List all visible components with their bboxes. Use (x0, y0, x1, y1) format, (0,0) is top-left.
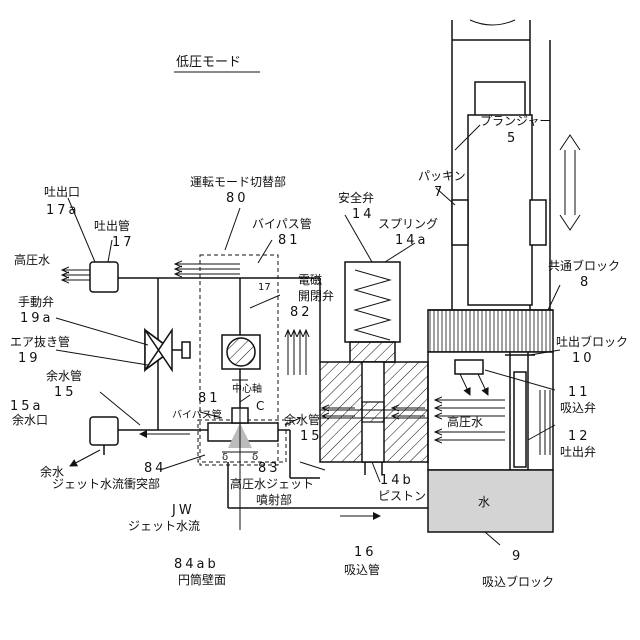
upward-flow-arrows (288, 330, 306, 375)
common-block (428, 310, 553, 352)
common-block-num: 8 (580, 275, 591, 290)
jet-impact-label: ジェット水流衝突部 (52, 476, 160, 491)
suction-pipe-num: 16 (354, 545, 377, 560)
solenoid-valve-icon (222, 335, 260, 369)
mode-switch-label: 運転モード切替部 (190, 174, 286, 189)
surplus-pipe-mid-num: 15 (300, 429, 323, 444)
jw-label: JW (171, 503, 195, 518)
suction-valve (455, 360, 483, 374)
plunger-body (468, 115, 532, 305)
plunger-num: 5 (507, 131, 518, 146)
cyl-num: 84ab (174, 557, 219, 572)
discharge-valve-label: 吐出弁 (560, 444, 596, 459)
jet-flow-label: ジェット水流 (128, 519, 200, 533)
discharge-port (90, 262, 118, 292)
discharge-pipe-num: 17 (112, 235, 135, 250)
mode-switch-num: 80 (226, 191, 249, 206)
surplus-pipe-num: 15 (54, 385, 77, 400)
solenoid-label-2: 開閉弁 (298, 288, 334, 303)
diagram-title: 低圧モード (176, 55, 241, 70)
suction-pipe-label: 吸込管 (344, 562, 380, 577)
air-vent-label: エア抜き管 (10, 334, 70, 349)
discharge-port-label: 吐出口 (44, 185, 80, 199)
packing-num: 7 (434, 185, 445, 200)
discharge-block-label: 吐出ブロック (556, 334, 628, 349)
piston-label: ピストン (378, 489, 426, 503)
packing-label: パッキン (418, 169, 466, 183)
bypass-pipe-top-label: バイパス管 (252, 216, 312, 231)
piston-num: 14b (380, 473, 414, 488)
nozzle-label: 噴射部 (256, 492, 292, 507)
safety-valve-label: 安全弁 (338, 190, 374, 205)
high-pressure-water-label: 高圧水 (14, 252, 50, 267)
common-block-label: 共通ブロック (548, 258, 620, 273)
surplus-port-label: 余水口 (12, 412, 48, 427)
c-label: C (256, 399, 264, 413)
discharge-block: 高圧水 (428, 352, 553, 470)
discharge-valve-num: 12 (568, 429, 591, 444)
surplus-port-num: 15a (10, 399, 44, 414)
surplus-port (90, 417, 118, 445)
surplus-pipe-mid-label: 余水管 (284, 412, 320, 427)
discharge-pipe (62, 262, 320, 430)
delta-left: δ (222, 452, 228, 463)
plunger-head (475, 82, 525, 116)
piston-cap (350, 342, 395, 362)
hp-jet-label: 高圧水ジェット (230, 476, 314, 491)
discharge-valve-stem (514, 372, 526, 467)
bypass-pipe-top-num: 81 (278, 233, 301, 248)
surplus-pipe (70, 417, 320, 478)
suction-valve-label: 吸込弁 (560, 400, 596, 415)
safety-valve-num: 14 (352, 207, 375, 222)
suction-block-label: 吸込ブロック (482, 574, 554, 589)
bypass-pipe-bottom-label: バイパス管 (172, 408, 222, 421)
piston (362, 402, 384, 422)
packing-right (530, 200, 546, 245)
spring-num: 14a (395, 233, 429, 248)
solenoid-label-1: 電磁 (298, 272, 322, 287)
line-17-label: 17 (258, 282, 271, 293)
center-axis-label: 中心軸 (232, 382, 262, 395)
packing-left (452, 200, 468, 245)
jet-impact-num: 84 (144, 461, 167, 476)
num-83: 83 (258, 461, 281, 476)
stroke-arrow-icon (560, 135, 580, 230)
bypass-pipe-bottom-num: 81 (198, 391, 221, 406)
manual-valve-label: 手動弁 (18, 294, 54, 309)
suction-block-num: 9 (512, 549, 523, 564)
safety-valve-body (320, 262, 428, 475)
solenoid-num: 82 (290, 305, 313, 320)
cyl-wall-label: 円筒壁面 (178, 572, 226, 587)
spring-label: スプリング (378, 217, 438, 231)
discharge-pipe-label: 吐出管 (94, 218, 130, 233)
water-label: 水 (478, 495, 490, 509)
air-vent-num: 19 (18, 351, 41, 366)
surplus-pipe-label: 余水管 (46, 368, 82, 383)
discharge-block-num: 10 (572, 351, 595, 366)
plunger-label: プランジャー (480, 114, 551, 128)
suction-block (428, 470, 553, 532)
manual-valve-icon (145, 330, 190, 370)
manual-valve-num: 19a (20, 311, 54, 326)
suction-valve-num: 11 (568, 385, 591, 400)
discharge-port-num: 17a (46, 203, 80, 218)
